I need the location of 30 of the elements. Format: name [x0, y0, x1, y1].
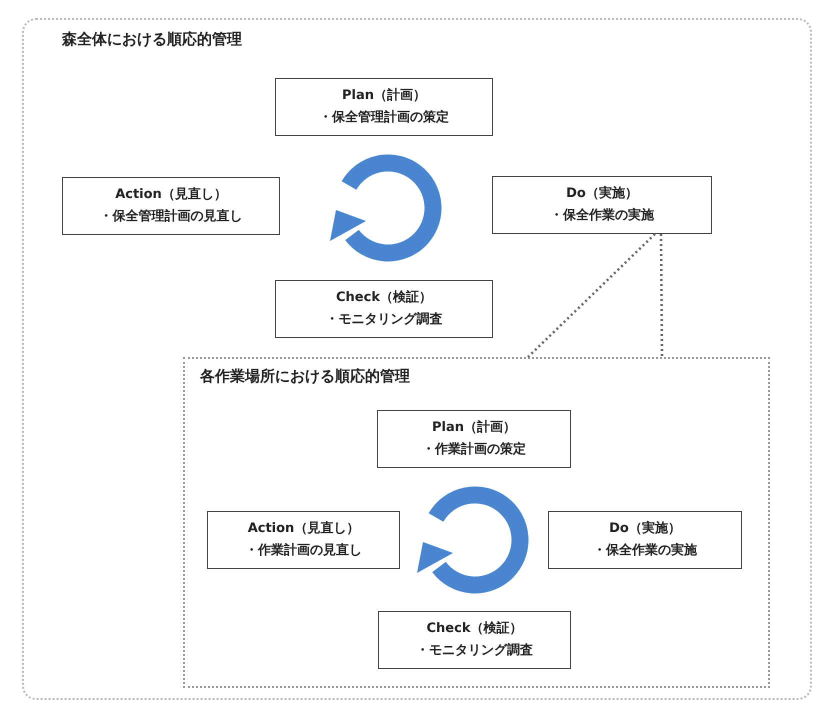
group-panel — [183, 357, 770, 688]
process-box — [275, 280, 493, 338]
box-text: ・保全作業の実施 — [550, 206, 654, 225]
callout-line — [660, 234, 664, 357]
process-box — [62, 177, 280, 235]
box-heading: Action（見直し） — [115, 186, 227, 204]
box-heading: Plan（計画） — [342, 86, 426, 105]
box-heading: Do（実施） — [609, 520, 681, 538]
callout-line — [527, 233, 656, 358]
process-box — [378, 611, 571, 669]
box-heading: Plan（計画） — [432, 418, 516, 437]
process-box — [377, 410, 571, 468]
box-text: ・モニタリング調査 — [416, 642, 533, 660]
box-text: ・モニタリング調査 — [326, 310, 442, 329]
box-heading: Check（検証） — [336, 289, 432, 307]
box-heading: Do（実施） — [566, 184, 638, 203]
box-text: ・保全作業の実施 — [593, 542, 697, 560]
box-heading: Action（見直し） — [248, 520, 360, 538]
process-box — [548, 511, 742, 569]
process-box — [492, 176, 712, 234]
box-heading: Check（検証） — [426, 620, 522, 638]
group-title: 森全体における順応的管理 — [62, 30, 242, 49]
box-text: ・作業計画の見直し — [245, 542, 362, 560]
box-text: ・保全管理計画の見直し — [100, 208, 242, 226]
process-box — [275, 78, 493, 136]
group-panel — [22, 18, 812, 700]
box-text: ・作業計画の策定 — [422, 440, 526, 459]
box-text: ・保全管理計画の策定 — [319, 108, 449, 127]
group-title: 各作業場所における順応的管理 — [200, 367, 410, 386]
process-box — [207, 511, 400, 569]
